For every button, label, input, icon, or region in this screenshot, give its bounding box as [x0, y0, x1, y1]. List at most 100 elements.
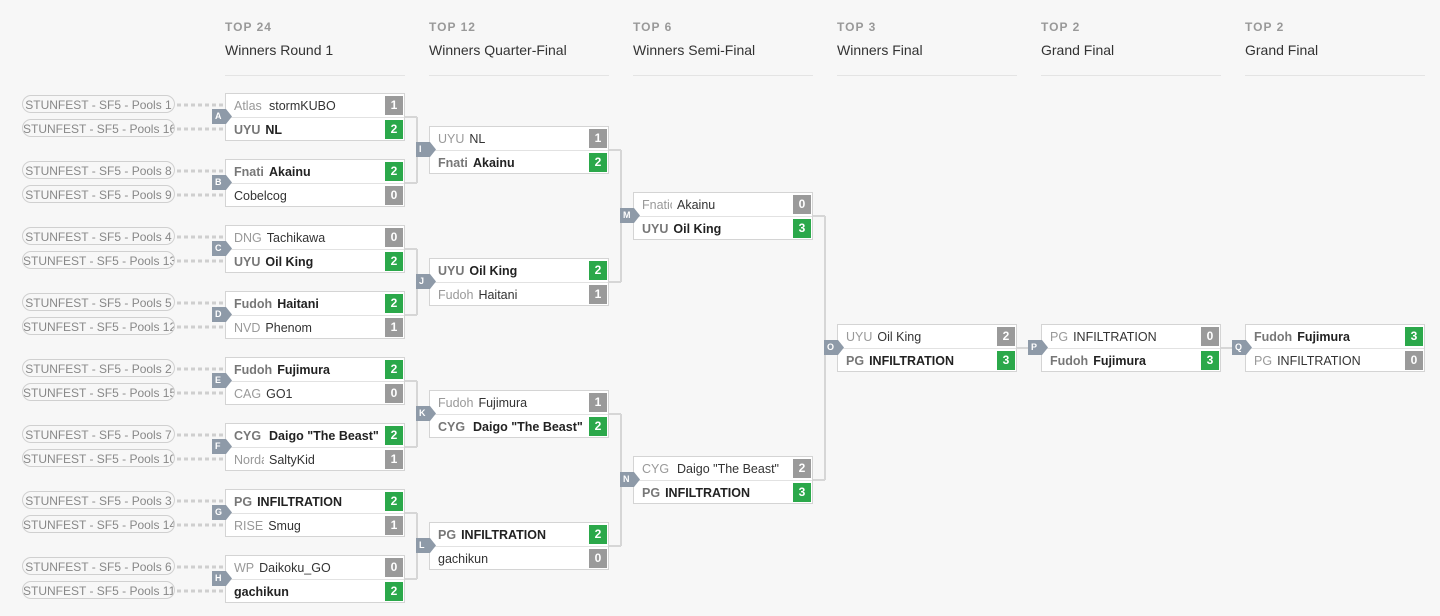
player-slot[interactable]: FnaticAkainu0	[634, 193, 812, 216]
player-slot[interactable]: FnaticAkainu2	[226, 160, 404, 183]
pool-source-pill[interactable]: STUNFEST - SF5 - Pools 3	[22, 491, 175, 509]
column-round-title: Winners Final	[837, 42, 923, 58]
team-prefix: DNG	[234, 230, 262, 245]
score-badge: 0	[385, 186, 403, 205]
pool-source-pill[interactable]: STUNFEST - SF5 - Pools 15	[22, 383, 175, 401]
pool-source-pill[interactable]: STUNFEST - SF5 - Pools 1	[22, 95, 175, 113]
pool-source-pill[interactable]: STUNFEST - SF5 - Pools 14	[22, 515, 175, 533]
player-name: Haitani	[277, 296, 319, 311]
match-identifier-tag: C	[212, 241, 232, 256]
player-slot[interactable]: Atlas BearstormKUBO1	[226, 94, 404, 117]
pool-source-pill[interactable]: STUNFEST - SF5 - Pools 7	[22, 425, 175, 443]
match-i[interactable]: UYUNL1FnaticAkainu2	[429, 126, 609, 174]
column-round-title: Winners Semi-Final	[633, 42, 756, 58]
pool-source-pill[interactable]: STUNFEST - SF5 - Pools 16	[22, 119, 175, 137]
player-name: Oil King	[469, 263, 518, 278]
score-badge: 2	[385, 162, 403, 181]
match-identifier-tag: H	[212, 571, 232, 586]
column-round-title: Winners Quarter-Final	[429, 42, 567, 58]
score-badge: 1	[385, 96, 403, 115]
player-name: Haitani	[478, 287, 518, 302]
pool-source-pill[interactable]: STUNFEST - SF5 - Pools 8	[22, 161, 175, 179]
pool-source-pill[interactable]: STUNFEST - SF5 - Pools 13	[22, 251, 175, 269]
player-slot[interactable]: CYG BSTDaigo "The Beast"2	[430, 414, 608, 438]
pool-source-pill[interactable]: STUNFEST - SF5 - Pools 6	[22, 557, 175, 575]
match-identifier-tag: K	[416, 406, 436, 421]
score-badge: 0	[589, 549, 607, 568]
match-identifier-tag: D	[212, 307, 232, 322]
match-b[interactable]: FnaticAkainu2Cobelcog0	[225, 159, 405, 207]
team-prefix: UYU	[642, 221, 669, 236]
team-prefix: Fudoh	[234, 362, 273, 377]
pool-source-pill[interactable]: STUNFEST - SF5 - Pools 5	[22, 293, 175, 311]
pool-source-pill[interactable]: STUNFEST - SF5 - Pools 12	[22, 317, 175, 335]
pool-source-pill[interactable]: STUNFEST - SF5 - Pools 10	[22, 449, 175, 467]
team-prefix: Fnatic	[234, 164, 264, 179]
player-slot[interactable]: CYG BSTDaigo "The Beast"2	[634, 457, 812, 480]
pool-source-pill[interactable]: STUNFEST - SF5 - Pools 11	[22, 581, 175, 599]
match-f[interactable]: CYG BSTDaigo "The Beast"2NordavindSaltyK…	[225, 423, 405, 471]
pool-source-pill[interactable]: STUNFEST - SF5 - Pools 2	[22, 359, 175, 377]
match-identifier-tag: I	[416, 142, 436, 157]
team-prefix: Fnatic	[642, 197, 672, 212]
match-a[interactable]: Atlas BearstormKUBO1UYUNL2	[225, 93, 405, 141]
score-badge: 2	[589, 417, 607, 436]
player-slot[interactable]: FnaticAkainu2	[430, 150, 608, 174]
score-badge: 2	[997, 327, 1015, 346]
player-name: stormKUBO	[269, 98, 336, 113]
pool-source-pill[interactable]: STUNFEST - SF5 - Pools 9	[22, 185, 175, 203]
team-prefix: Fudoh	[1050, 353, 1089, 368]
player-slot[interactable]: NordavindSaltyKid1	[226, 447, 404, 471]
team-prefix: PG	[1254, 353, 1273, 368]
match-identifier-tag: Q	[1232, 340, 1252, 355]
score-badge: 2	[385, 492, 403, 511]
team-prefix: Fudoh	[1254, 329, 1293, 344]
player-slot[interactable]: CYG BSTDaigo "The Beast"2	[226, 424, 404, 447]
score-badge: 2	[385, 294, 403, 313]
player-name: Fujimura	[478, 395, 528, 410]
pool-source-pill[interactable]: STUNFEST - SF5 - Pools 4	[22, 227, 175, 245]
player-name: Akainu	[473, 155, 515, 170]
